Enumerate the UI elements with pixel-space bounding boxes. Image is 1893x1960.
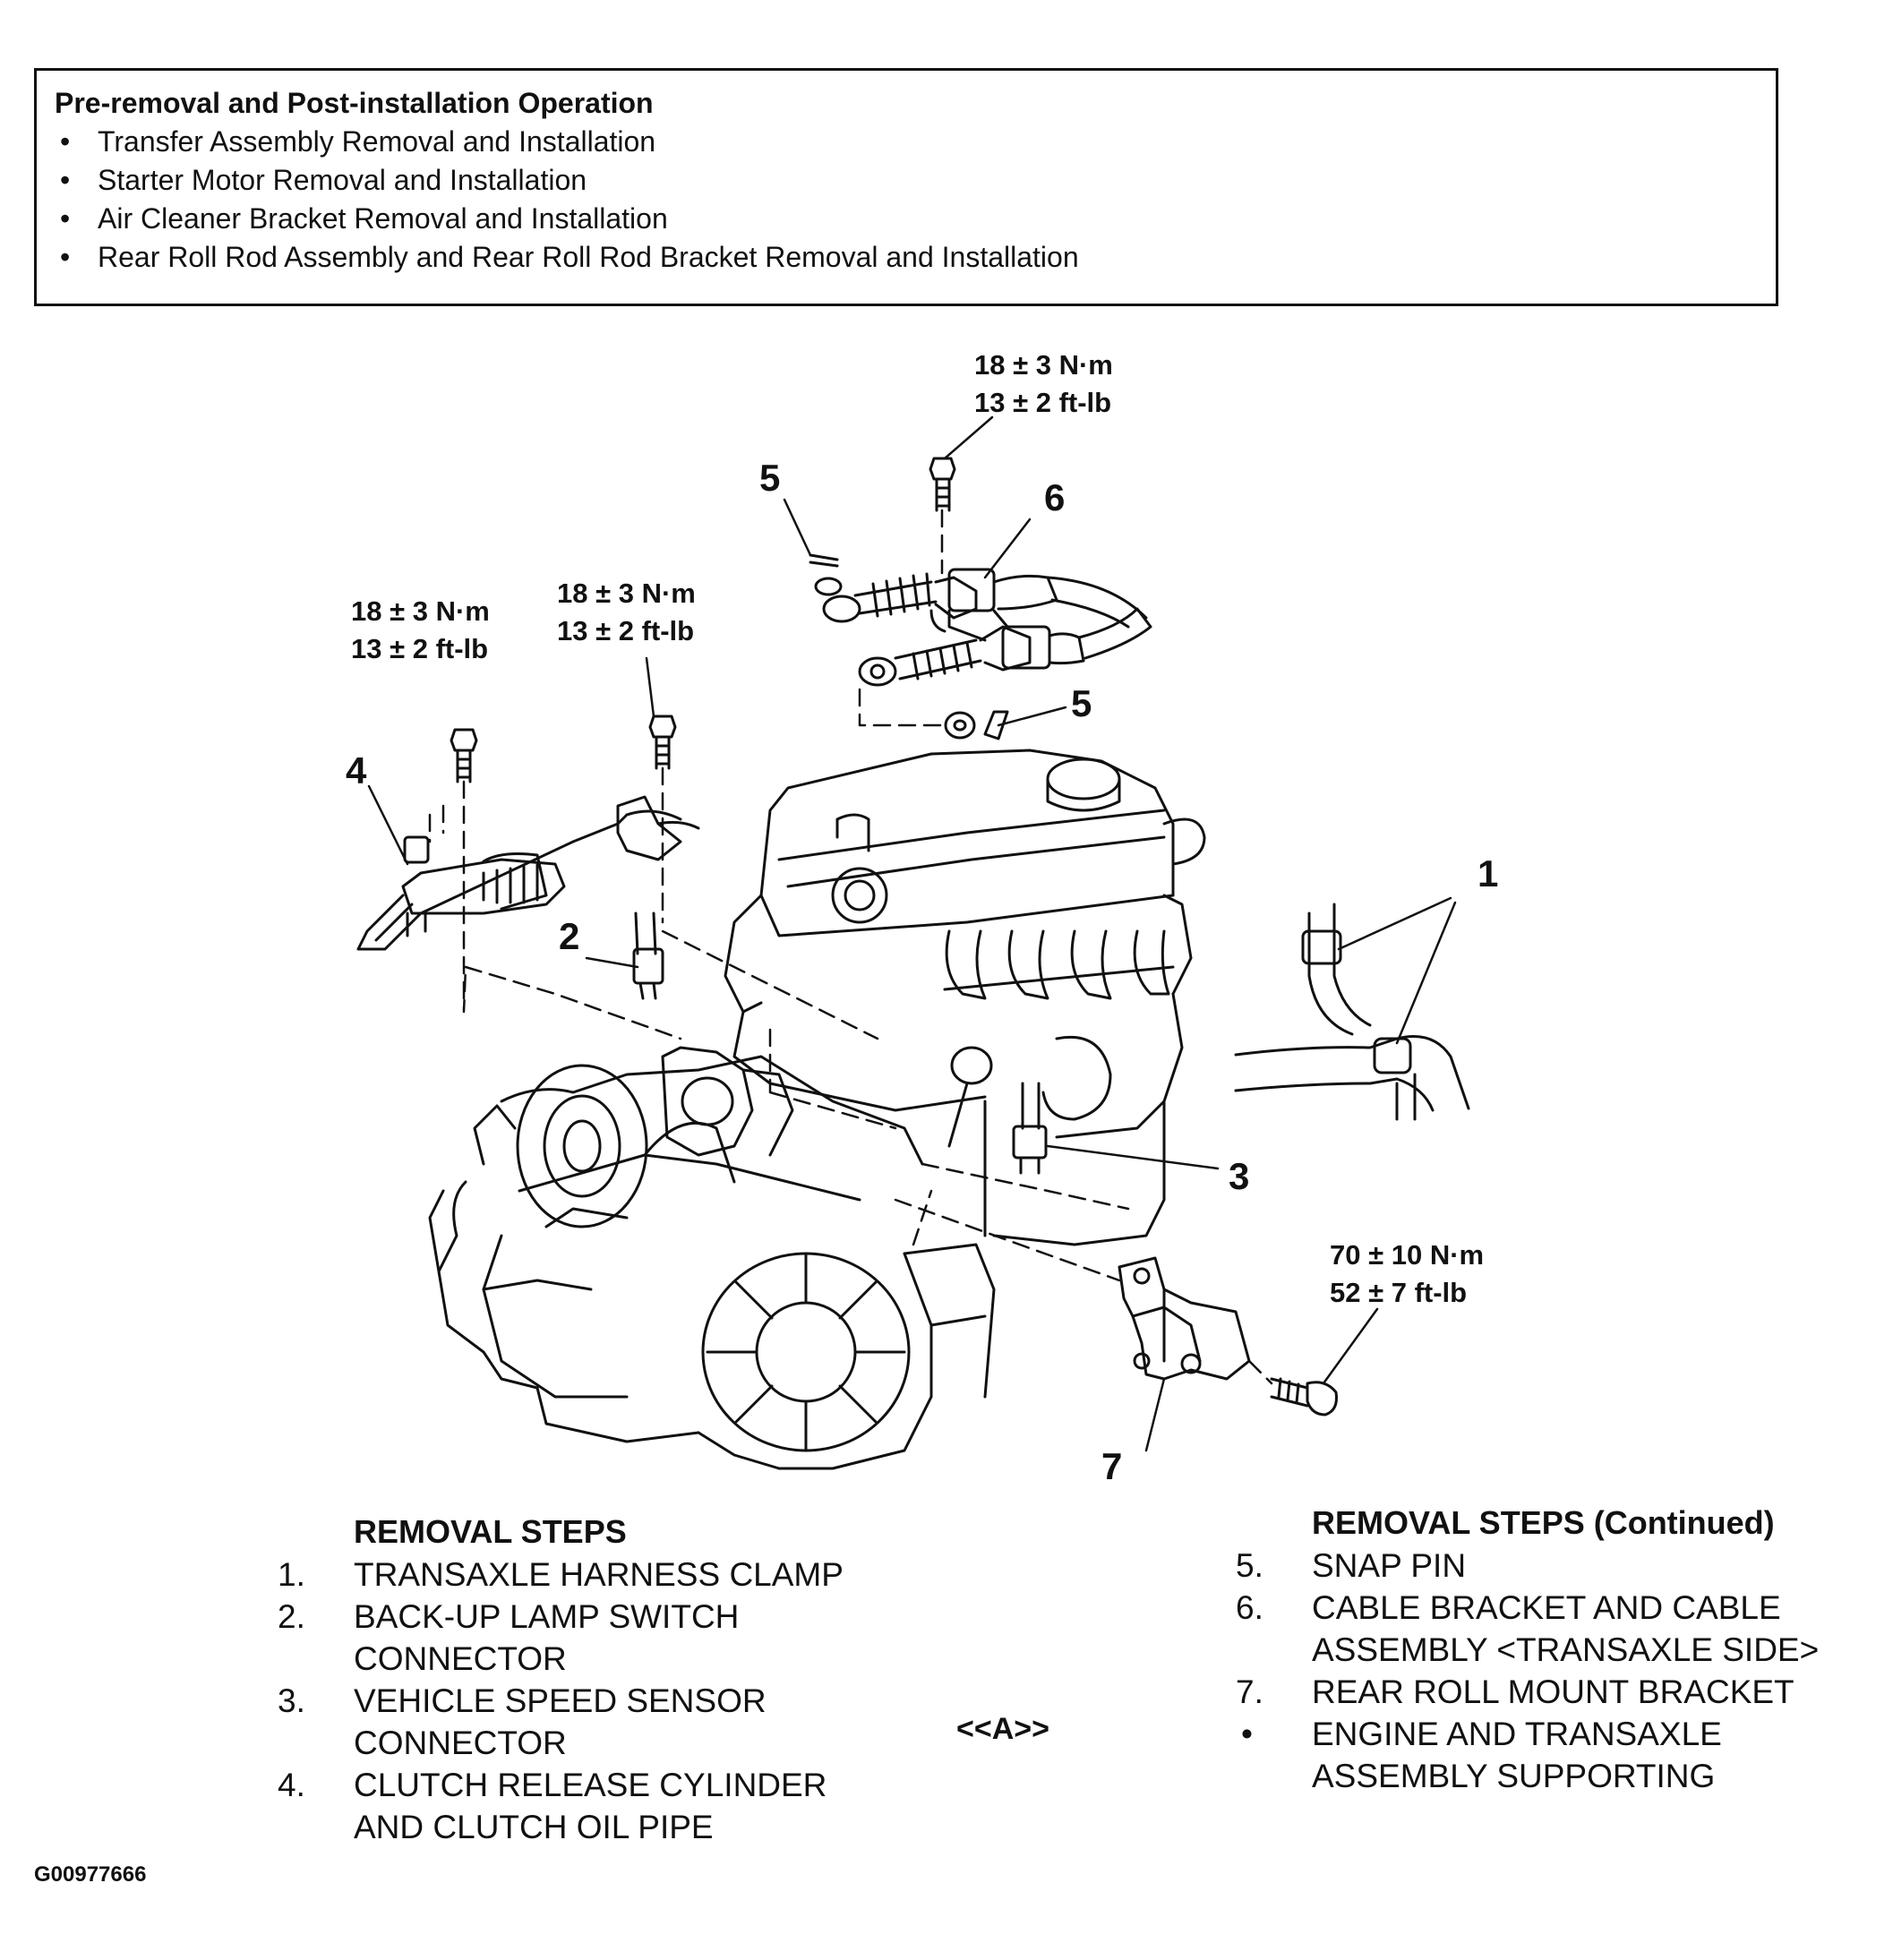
torque-nm-bolt-7: 70 ± 10 N·m bbox=[1330, 1239, 1484, 1271]
harness-clamp-drawing bbox=[1234, 903, 1470, 1121]
step-text: TRANSAXLE HARNESS CLAMP bbox=[354, 1556, 844, 1593]
transaxle-drawing bbox=[428, 1046, 996, 1470]
torque-ftlb-bolt-2: 13 ± 2 ft-lb bbox=[557, 615, 694, 646]
step-number: 5. bbox=[1236, 1547, 1263, 1584]
pre-removal-item: Rear Roll Rod Assembly and Rear Roll Rod… bbox=[55, 238, 1758, 277]
step-number: 6. bbox=[1236, 1589, 1263, 1626]
backup-lamp-switch-connector-drawing bbox=[632, 912, 664, 1000]
callout-1: 1 bbox=[1478, 852, 1498, 894]
assembly-dashed-lines bbox=[428, 509, 1273, 1385]
torque-nm-bolt-6: 18 ± 3 N·m bbox=[974, 349, 1113, 381]
step-text: BACK-UP LAMP SWITCH bbox=[354, 1598, 740, 1635]
step-text: CONNECTOR bbox=[354, 1725, 567, 1761]
pre-removal-item: Starter Motor Removal and Installation bbox=[55, 161, 1758, 200]
callout-numbers: 1 2 3 4 5 5 6 7 bbox=[346, 457, 1498, 1487]
rear-roll-mount-bracket-drawing bbox=[1118, 1256, 1251, 1381]
step-number: 1. bbox=[278, 1556, 305, 1593]
callout-6: 6 bbox=[1044, 476, 1065, 518]
step-text: CABLE BRACKET AND CABLE bbox=[1312, 1589, 1781, 1626]
figure-code: G00977666 bbox=[34, 1862, 147, 1887]
vehicle-speed-sensor-connector-drawing bbox=[1012, 1082, 1048, 1175]
bolt-drawings bbox=[450, 457, 1338, 1417]
reference-mark-a: <<A>> bbox=[956, 1712, 1049, 1746]
clutch-release-cylinder-drawing bbox=[356, 795, 700, 951]
pre-removal-item: Transfer Assembly Removal and Installati… bbox=[55, 123, 1758, 161]
callout-4: 4 bbox=[346, 749, 367, 792]
step-text: CLUTCH RELEASE CYLINDER bbox=[354, 1767, 827, 1803]
torque-ftlb-bolt-6: 13 ± 2 ft-lb bbox=[974, 387, 1111, 418]
step-text: CONNECTOR bbox=[354, 1640, 567, 1677]
pre-removal-title: Pre-removal and Post-installation Operat… bbox=[55, 87, 654, 119]
pre-removal-box: Pre-removal and Post-installation Operat… bbox=[34, 68, 1778, 306]
torque-ftlb-bolt-7: 52 ± 7 ft-lb bbox=[1330, 1277, 1467, 1308]
step-text: ENGINE AND TRANSAXLE bbox=[1312, 1716, 1722, 1752]
callout-5-upper: 5 bbox=[759, 457, 780, 499]
step-number: 2. bbox=[278, 1598, 305, 1635]
step-text: VEHICLE SPEED SENSOR bbox=[354, 1682, 767, 1719]
torque-labels: 18 ± 3 N·m 13 ± 2 ft-lb 18 ± 3 N·m 13 ± … bbox=[351, 349, 1484, 1308]
step-text: ASSEMBLY <TRANSAXLE SIDE> bbox=[1312, 1631, 1820, 1668]
torque-nm-bolt-2: 18 ± 3 N·m bbox=[557, 578, 696, 609]
step-number: 7. bbox=[1236, 1673, 1263, 1710]
leader-lines bbox=[367, 415, 1457, 1452]
step-text: SNAP PIN bbox=[1312, 1547, 1467, 1584]
removal-steps-continued-heading: REMOVAL STEPS (Continued) bbox=[1312, 1504, 1775, 1541]
torque-nm-bolt-4: 18 ± 3 N·m bbox=[351, 595, 490, 627]
step-text: AND CLUTCH OIL PIPE bbox=[354, 1809, 714, 1845]
callout-3: 3 bbox=[1229, 1155, 1249, 1197]
step-bullet: • bbox=[1241, 1716, 1253, 1752]
step-text: ASSEMBLY SUPPORTING bbox=[1312, 1758, 1716, 1794]
step-text: REAR ROLL MOUNT BRACKET bbox=[1312, 1673, 1794, 1710]
removal-steps-heading: REMOVAL STEPS bbox=[354, 1513, 627, 1550]
pre-removal-item: Air Cleaner Bracket Removal and Installa… bbox=[55, 200, 1758, 238]
pre-removal-list: Transfer Assembly Removal and Installati… bbox=[55, 123, 1758, 277]
callout-5-lower: 5 bbox=[1071, 682, 1092, 724]
step-number: 3. bbox=[278, 1682, 305, 1719]
step-number: 4. bbox=[278, 1767, 305, 1803]
callout-7: 7 bbox=[1101, 1445, 1122, 1487]
callout-2: 2 bbox=[559, 915, 579, 957]
cable-bracket-assembly-drawing bbox=[809, 553, 1152, 740]
torque-ftlb-bolt-4: 13 ± 2 ft-lb bbox=[351, 633, 488, 664]
engine-block-drawing bbox=[724, 749, 1206, 1246]
